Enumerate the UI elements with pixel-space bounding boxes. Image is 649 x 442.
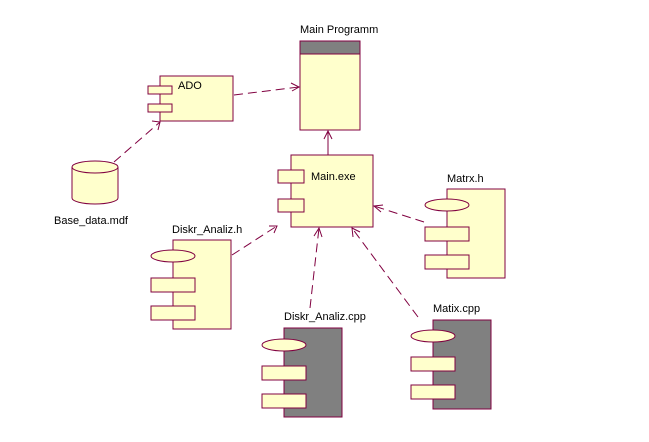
database-top-icon <box>71 160 119 174</box>
ado-body <box>159 75 234 122</box>
database-cylinder-icon <box>71 167 119 205</box>
ado-port-icon <box>147 85 173 95</box>
base-data-label: Base_data.mdf <box>54 215 129 227</box>
diskr-analiz-h-node[interactable]: Diskr_Analiz.h <box>150 224 242 330</box>
main-programm-body <box>299 53 361 131</box>
base-data-node[interactable]: Base_data.mdf <box>54 160 129 227</box>
main-exe-port-icon <box>277 169 305 184</box>
dependency-diskr-analiz-h-to-main-exe[interactable] <box>231 225 278 256</box>
dependency-matix-cpp-to-main-exe[interactable] <box>351 227 419 318</box>
matix-cpp-node[interactable]: Matix.cpp <box>410 303 492 410</box>
arrowhead-icon <box>290 82 301 92</box>
main-exe-node[interactable]: Main.exe <box>277 154 374 228</box>
main-exe-label: Main.exe <box>311 171 356 183</box>
matix-cpp-label: Matix.cpp <box>433 303 480 315</box>
main-programm-label: Main Programm <box>300 24 378 36</box>
main-programm-header <box>299 40 361 55</box>
diskr-analiz-h-port-icon <box>150 305 196 321</box>
matix-cpp-port-icon <box>410 356 456 372</box>
matrx-h-label: Matrx.h <box>447 173 484 185</box>
arrowhead-icon <box>151 120 161 131</box>
ado-label: ADO <box>178 80 202 92</box>
main-exe-body <box>290 154 374 228</box>
matrx-h-node[interactable]: Matrx.h <box>424 173 506 279</box>
diskr-analiz-cpp-ellipse-icon <box>261 338 307 352</box>
matrx-h-ellipse-icon <box>424 198 470 212</box>
matrx-h-port-icon <box>424 226 470 242</box>
diskr-analiz-cpp-port-icon <box>261 393 307 409</box>
arrowhead-icon <box>269 225 278 234</box>
diskr-analiz-cpp-label: Diskr_Analiz.cpp <box>284 311 366 323</box>
arrowhead-icon <box>351 227 361 238</box>
arrowhead-icon <box>372 204 384 213</box>
dependency-main-exe-to-main-programm[interactable] <box>323 129 333 155</box>
dependency-ado-to-main-programm[interactable] <box>233 82 301 96</box>
diskr-analiz-h-ellipse-icon <box>150 249 196 263</box>
diskr-analiz-cpp-node[interactable]: Diskr_Analiz.cpp <box>261 311 366 418</box>
ado-node[interactable]: ADO <box>147 75 234 122</box>
arrowhead-icon <box>313 226 323 238</box>
main-exe-port-icon <box>277 198 305 213</box>
matix-cpp-port-icon <box>410 384 456 400</box>
matix-cpp-ellipse-icon <box>410 329 456 343</box>
arrowhead-icon <box>323 129 333 140</box>
dependency-matrx-h-to-main-exe[interactable] <box>372 204 425 223</box>
diskr-analiz-h-label: Diskr_Analiz.h <box>172 224 242 236</box>
ado-port-icon <box>147 103 173 113</box>
dependency-diskr-analiz-cpp-to-main-exe[interactable] <box>309 226 323 309</box>
diskr-analiz-h-port-icon <box>150 277 196 293</box>
main-programm-node[interactable]: Main Programm <box>299 24 378 131</box>
matrx-h-port-icon <box>424 254 470 270</box>
dependency-base-data-to-ado[interactable] <box>113 120 161 163</box>
diskr-analiz-cpp-port-icon <box>261 365 307 381</box>
